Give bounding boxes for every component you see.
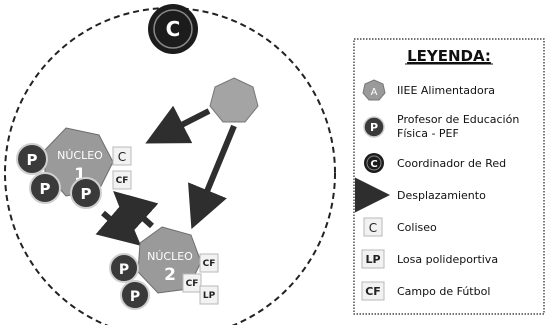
svg-text:P: P (27, 151, 38, 169)
nucleo-2-label: NÚCLEO (147, 250, 193, 263)
legend-label-coliseo: Coliseo (397, 221, 437, 234)
legend-label-losa: Losa polideportiva (397, 253, 498, 266)
arrow-nucleo1-to-nucleo2 (95, 202, 142, 246)
nucleo-2-campo-label-2: CF (186, 279, 199, 289)
arrow-feeder-to-nucleo2 (188, 124, 237, 230)
nucleo-1-campo-label: CF (116, 176, 129, 186)
arrow-feeder-to-nucleo1 (145, 105, 211, 144)
nucleo-1-pef-badge-3: P (70, 177, 102, 209)
legend-item-losa: LP Losa polideportiva (361, 249, 498, 269)
nucleo-2-losa-box (199, 285, 219, 305)
nucleo-2: NÚCLEO 2 CF CF LP P P (109, 226, 219, 310)
legend-label-feeder: IIEE Alimentadora (397, 84, 495, 97)
feeder-heptagon (209, 77, 259, 123)
nucleo-2-campo-label-1: CF (203, 259, 216, 269)
network-boundary-circle (4, 7, 336, 325)
nucleo-1-coliseo-box (112, 146, 132, 166)
svg-text:A: A (371, 87, 378, 98)
coliseo-box-icon (363, 217, 383, 237)
svg-text:P: P (130, 289, 140, 305)
nucleo-1-campo-box (112, 170, 132, 190)
legend-label-pef-line2: Física - PEF (397, 127, 459, 140)
pef-badge-icon (363, 116, 385, 138)
losa-box-icon (361, 249, 385, 269)
nucleo-2-losa-label: LP (203, 291, 216, 301)
nucleo-1-pef-badge-1: P (16, 143, 48, 175)
arrow-nucleo2-to-nucleo1 (113, 190, 159, 235)
nucleo-2-campo-box-1 (199, 253, 219, 273)
legend-label-campo: Campo de Fútbol (397, 285, 490, 298)
legend-item-coliseo: C Coliseo (363, 217, 437, 237)
legend-item-coordinator: C Coordinador de Red (364, 153, 506, 173)
legend-label-pef-line1: Profesor de Educación (397, 113, 519, 126)
legend-item-pef: P Profesor de Educación Física - PEF (363, 113, 519, 140)
feeder-heptagon-icon (362, 79, 386, 101)
legend-frame (353, 38, 545, 315)
svg-text:P: P (81, 185, 92, 203)
nucleo-2-pef-badge-1: P (109, 253, 139, 283)
svg-text:P: P (370, 121, 378, 134)
legend-panel: LEYENDA: A IIEE Alimentadora P Profesor … (353, 38, 545, 315)
svg-text:C: C (370, 159, 377, 170)
svg-text:LP: LP (365, 253, 380, 266)
svg-text:P: P (40, 180, 51, 198)
campo-box-icon (361, 281, 385, 301)
legend-item-displacement: Desplazamiento (355, 177, 486, 213)
coordinator-letter: C (166, 17, 181, 41)
nucleo-1-coliseo-label: C (118, 150, 126, 164)
coordinator-node: C (148, 4, 198, 54)
nucleo-1-label: NÚCLEO (57, 149, 103, 162)
svg-text:CF: CF (365, 285, 381, 298)
svg-text:P: P (119, 262, 129, 278)
legend-title: LEYENDA: (407, 47, 491, 65)
nucleo-1-pef-badge-2: P (29, 172, 61, 204)
nucleo-2-pef-badge-2: P (120, 280, 150, 310)
feeder-institution-node (209, 77, 259, 123)
nucleo-1-number: 1 (74, 165, 86, 185)
legend-item-feeder: A IIEE Alimentadora (362, 79, 495, 101)
nucleo-1: NÚCLEO 1 C CF P P P (16, 127, 132, 209)
legend-label-displacement: Desplazamiento (397, 189, 486, 202)
nucleo-2-number: 2 (164, 265, 176, 285)
coordinator-circle (148, 4, 198, 54)
svg-text:C: C (369, 221, 377, 235)
nucleo-2-campo-box-2 (182, 273, 202, 293)
legend-item-campo: CF Campo de Fútbol (361, 281, 490, 301)
legend-label-coordinator: Coordinador de Red (397, 157, 506, 170)
